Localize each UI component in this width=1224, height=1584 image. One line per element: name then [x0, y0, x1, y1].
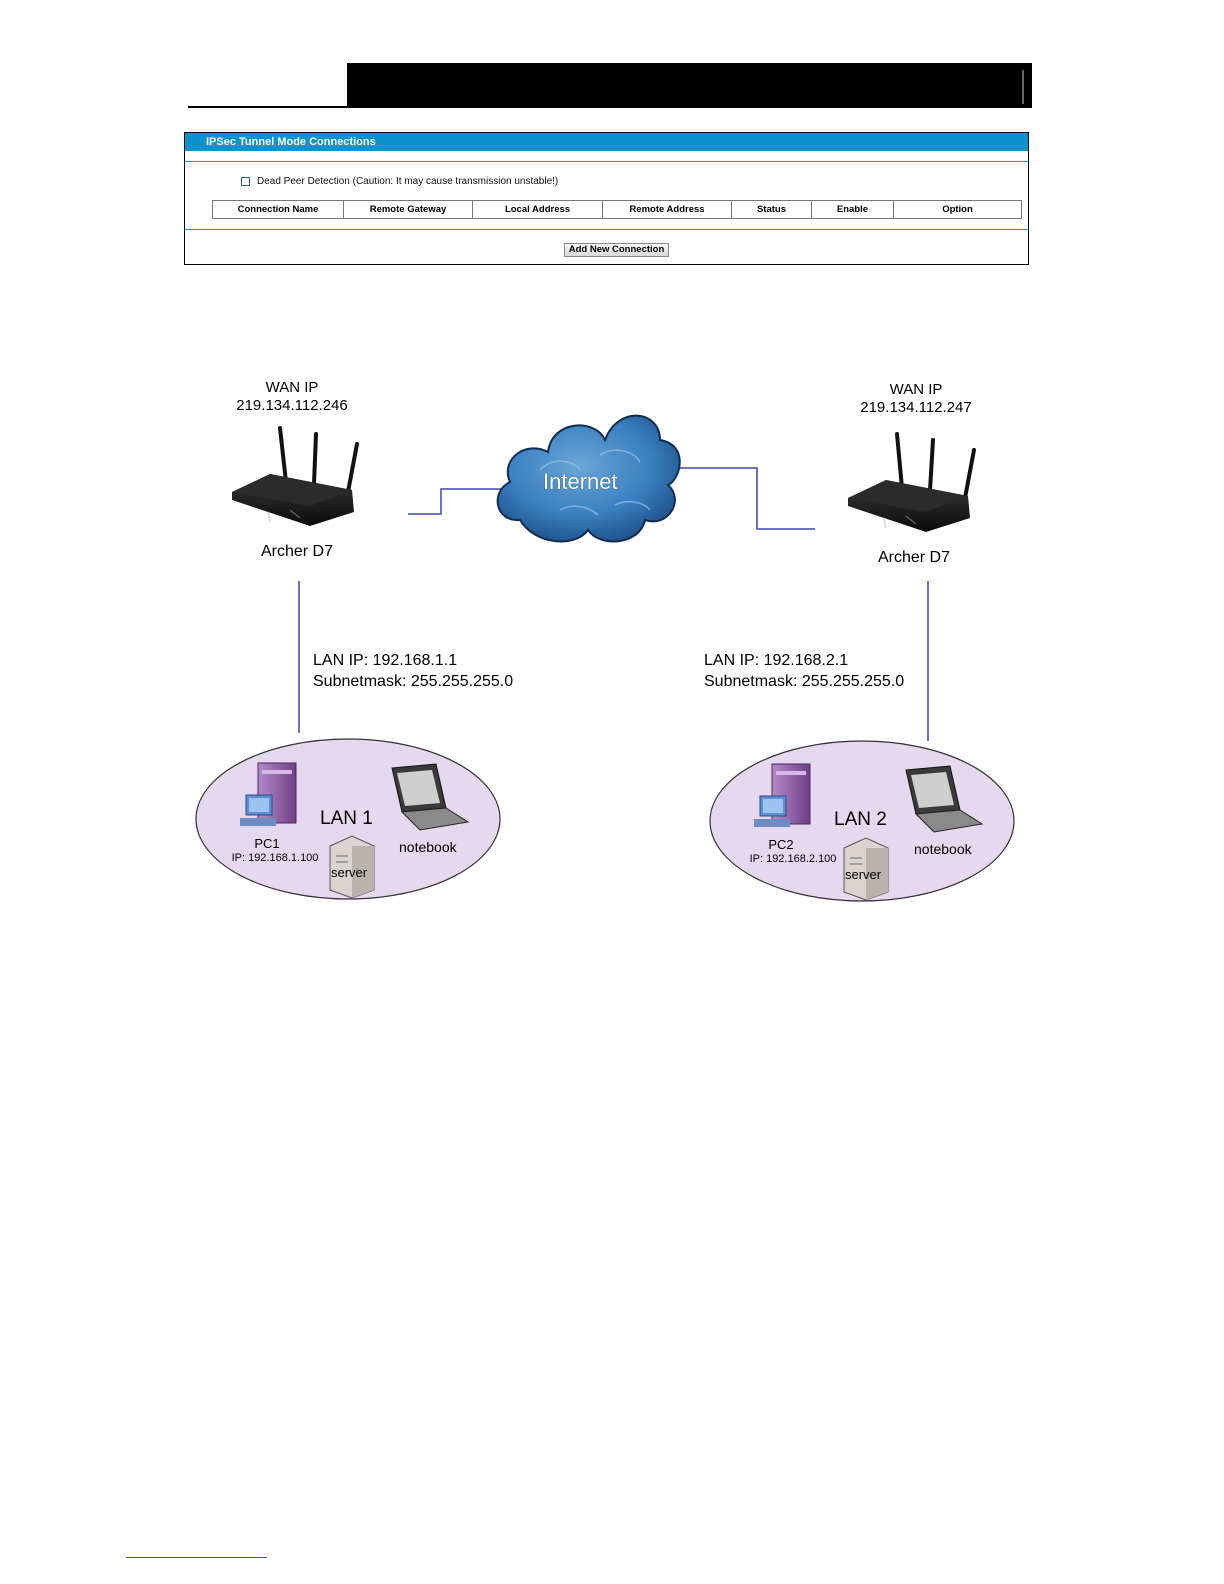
right-lan-ip: LAN IP: 192.168.2.1 — [704, 652, 849, 669]
pc2-name: PC2 — [768, 837, 794, 852]
notebook-icon — [391, 763, 470, 831]
ipsec-panel: IPSec Tunnel Mode Connections Dead Peer … — [184, 132, 1029, 265]
lan2-label: LAN 2 — [834, 809, 887, 830]
right-server-label: server — [845, 867, 882, 882]
router-icon — [232, 426, 359, 526]
header-tick — [1022, 70, 1024, 104]
right-router-name: Archer D7 — [877, 549, 951, 566]
router-icon — [848, 432, 976, 532]
connection-table-header: Connection Name Remote Gateway Local Add… — [212, 200, 1022, 219]
link-lines — [298, 467, 929, 741]
left-lan-ip: LAN IP: 192.168.1.1 — [313, 652, 458, 669]
left-notebook-label: notebook — [399, 839, 457, 855]
pc1-name: PC1 — [254, 836, 280, 851]
wan-link-right — [670, 467, 815, 530]
right-subnet: Subnetmask: 255.255.255.0 — [704, 673, 905, 690]
notebook-icon — [905, 765, 984, 833]
panel-divider — [185, 229, 1028, 230]
column-header: Enable — [812, 201, 894, 218]
column-header: Remote Address — [603, 201, 732, 218]
panel-title: IPSec Tunnel Mode Connections — [185, 133, 1028, 151]
dpd-checkbox[interactable] — [241, 177, 250, 186]
server-icon — [843, 837, 889, 901]
header-bar — [347, 63, 1032, 108]
pc2-ip: IP: 192.168.2.100 — [749, 853, 837, 865]
column-header: Option — [942, 204, 973, 215]
pc-icon — [240, 762, 297, 826]
right-wan-title: WAN IP — [889, 381, 943, 398]
column-header: Remote Gateway — [344, 201, 473, 218]
left-router-name: Archer D7 — [260, 543, 334, 560]
panel-divider — [185, 161, 1028, 162]
header-rule — [188, 106, 348, 108]
column-header: Local Address — [473, 201, 603, 218]
column-header: Status — [732, 201, 812, 218]
pc1-ip: IP: 192.168.1.100 — [231, 852, 319, 864]
right-wan-ip: 219.134.112.247 — [860, 399, 972, 416]
dpd-row: Dead Peer Detection (Caution: It may cau… — [241, 176, 558, 187]
left-wan-title: WAN IP — [265, 379, 319, 396]
column-header: Connection Name — [213, 201, 344, 218]
dpd-label: Dead Peer Detection (Caution: It may cau… — [257, 176, 559, 187]
wan-link-left — [408, 488, 505, 515]
add-new-connection-button[interactable]: Add New Connection — [564, 243, 669, 257]
left-server-label: server — [331, 865, 368, 880]
right-notebook-label: notebook — [914, 841, 972, 857]
lan1-label: LAN 1 — [320, 808, 373, 829]
footer-rule — [126, 1557, 267, 1558]
left-wan-ip: 219.134.112.246 — [236, 397, 348, 414]
internet-cloud-icon — [496, 414, 681, 543]
internet-label: Internet — [543, 469, 618, 494]
left-subnet: Subnetmask: 255.255.255.0 — [313, 673, 514, 690]
pc-icon — [754, 763, 811, 827]
server-icon — [329, 835, 375, 899]
